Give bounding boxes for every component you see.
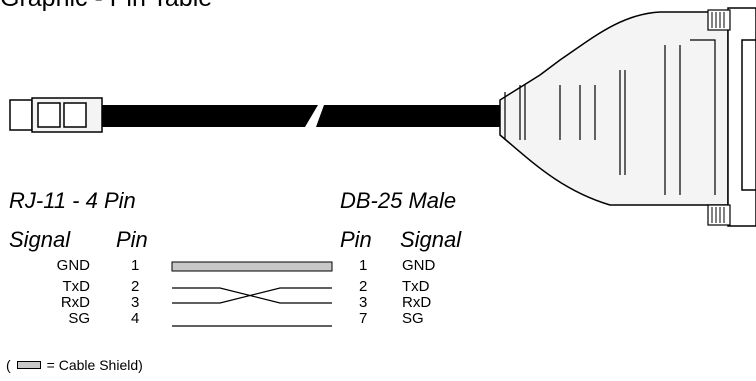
legend-open-paren: ( xyxy=(6,357,11,373)
left-pin-header: Pin xyxy=(116,227,148,252)
left-signal: SG xyxy=(68,310,90,327)
right-signal: TxD xyxy=(402,278,430,295)
right-signal-header: Signal xyxy=(400,227,462,252)
diagram-title: Graphic - Pin Table xyxy=(0,0,212,13)
left-connector-name: RJ-11 - 4 Pin xyxy=(9,188,136,213)
right-pin: 7 xyxy=(359,310,368,327)
rj11-plug xyxy=(9,97,103,133)
right-pin: 1 xyxy=(359,257,368,274)
left-signal: GND xyxy=(56,257,90,274)
right-pin-header: Pin xyxy=(340,227,372,252)
cable-body xyxy=(102,105,500,127)
db25-connector xyxy=(499,7,756,227)
right-pin: 3 xyxy=(359,294,368,311)
right-connector-name: DB-25 Male xyxy=(340,188,457,213)
shield-swatch-icon xyxy=(16,361,41,370)
left-signal-header: Signal xyxy=(9,227,71,252)
left-pin: 2 xyxy=(131,278,140,295)
left-pin: 3 xyxy=(131,294,140,311)
right-signal: GND xyxy=(402,257,436,274)
right-signal: SG xyxy=(402,310,424,327)
legend: ( = Cable Shield) xyxy=(6,357,143,373)
right-signal: RxD xyxy=(402,294,432,311)
left-pin: 4 xyxy=(131,310,140,327)
left-signal: TxD xyxy=(62,278,91,295)
right-pin: 2 xyxy=(359,278,368,295)
wiring-diagram xyxy=(171,261,333,327)
left-pin: 1 xyxy=(131,257,140,274)
rxd-wire xyxy=(172,287,332,304)
legend-text: = Cable Shield) xyxy=(46,357,143,373)
left-signal: RxD xyxy=(60,294,90,311)
shield-wire xyxy=(171,261,333,272)
